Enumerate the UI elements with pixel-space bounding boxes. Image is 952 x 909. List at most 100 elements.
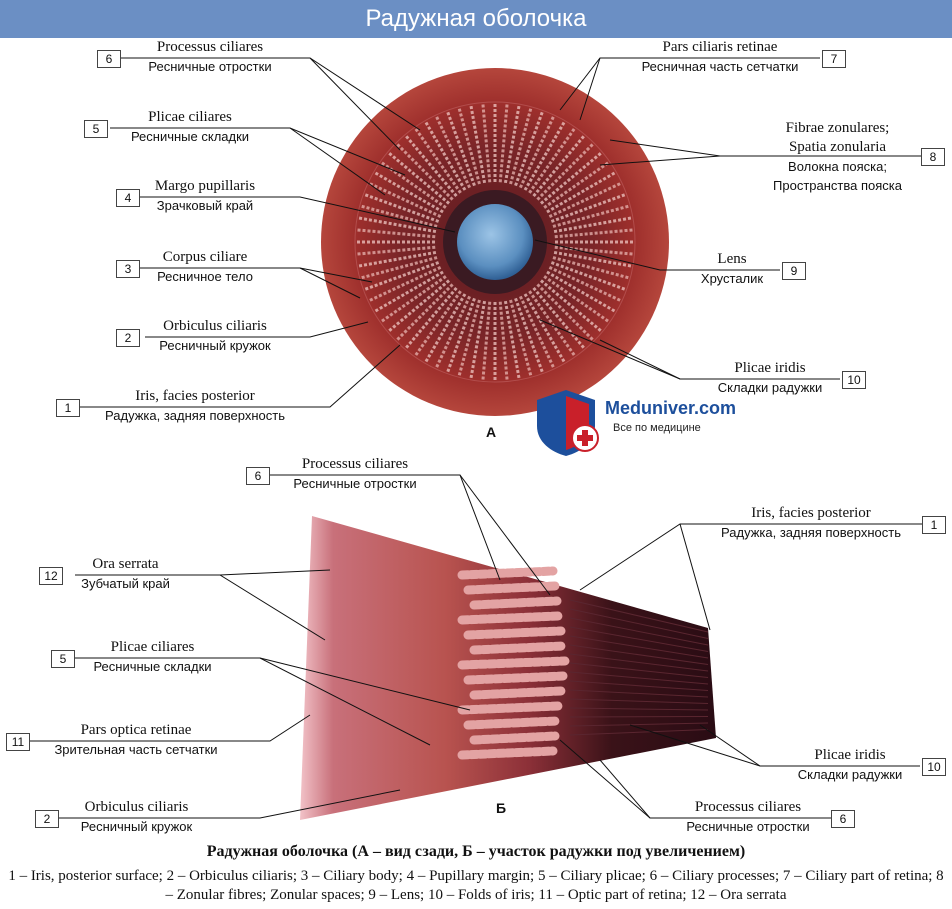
ciliary-process-ray [481, 104, 492, 183]
ciliary-process-ray [509, 299, 533, 376]
ciliary-process-ray [361, 256, 438, 280]
ciliary-process-bump [463, 581, 560, 595]
iris-fold-line [569, 662, 709, 678]
ciliary-process-ray [364, 193, 440, 223]
ciliary-process-ray [381, 275, 447, 323]
ciliary-process-bump [469, 641, 568, 655]
ciliary-process-ray [374, 171, 444, 214]
label-number: 10 [842, 371, 866, 389]
iris-fold-line [569, 722, 709, 727]
ciliary-process-bump [457, 656, 570, 670]
iris-fold-line [569, 599, 709, 633]
ciliary-process-ray [498, 301, 509, 380]
ciliary-process-ray [528, 290, 576, 356]
ciliary-process-ray [414, 290, 462, 356]
ciliary-process-ray [503, 300, 521, 379]
ciliary-process-ray [523, 121, 566, 191]
ciliary-process-ray [357, 228, 436, 239]
ciliary-process-ray [435, 295, 472, 368]
ciliary-process-ray [388, 279, 451, 332]
iris-fold-line [569, 729, 709, 736]
shield-icon [537, 390, 599, 456]
ciliary-process-bump [469, 596, 562, 610]
iris-fold-line [569, 716, 709, 718]
ciliary-process-bump [463, 671, 568, 685]
leaders-b [30, 474, 930, 819]
ciliary-process-ray [552, 204, 629, 228]
figure-b-letter: Б [496, 800, 507, 816]
ciliary-process-ray [536, 143, 594, 201]
figure-legend: 1 – Iris, posterior surface; 2 – Orbicul… [8, 868, 944, 903]
ciliary-process-ray [414, 128, 462, 194]
ciliary-process-ray [552, 256, 629, 280]
iris-fold-line [569, 680, 709, 691]
ciliary-process-ray [358, 250, 437, 268]
ciliary-process-ray [550, 193, 626, 223]
logo-tagline: Все по медицине [613, 422, 701, 434]
ciliary-process-bump [457, 701, 564, 715]
label-number: 7 [822, 50, 846, 68]
figure-a-eye-disc [321, 68, 669, 416]
ciliary-process-bump [463, 716, 562, 730]
label-number: 2 [116, 329, 140, 347]
ciliary-process-bump [469, 686, 566, 700]
label-number: 10 [922, 758, 946, 776]
label-number: 8 [921, 148, 945, 166]
figure-caption: Радужная оболочка (А – вид сзади, Б – уч… [206, 843, 746, 860]
label-number: 9 [782, 262, 806, 280]
ciliary-process-ray [369, 265, 442, 302]
ciliary-process-ray [539, 279, 602, 332]
iris-fold-line [569, 635, 709, 659]
label-number: 6 [831, 810, 855, 828]
anatomy-diagram [30, 57, 930, 820]
ciliary-process-ray [550, 261, 626, 291]
iris-fold-line [569, 653, 709, 672]
ciliary-process-ray [523, 293, 566, 363]
ciliary-process-bump [469, 731, 560, 745]
label-number: 2 [35, 810, 59, 828]
ciliary-process-ray [374, 270, 444, 313]
ciliary-process-ray [369, 182, 442, 219]
figure-b-iris-segment [300, 516, 716, 820]
iris-fold-line [569, 626, 709, 652]
ciliary-process-ray [396, 143, 454, 201]
ciliary-process-ray [509, 108, 533, 185]
ciliary-process-ray [553, 250, 632, 268]
meduniver-logo: Meduniver.com Все по медицине [533, 388, 737, 458]
ciliary-processes-bumps [457, 566, 570, 760]
ciliary-process-ray [446, 297, 476, 373]
ciliary-process-ray [503, 105, 521, 184]
ciliary-process-ray [457, 299, 481, 376]
ciliary-process-ray [361, 204, 438, 228]
ciliary-process-ray [514, 297, 544, 373]
header-title: Радужная оболочка [365, 5, 587, 32]
ciliary-process-ray [388, 152, 451, 205]
iris-folds [569, 599, 709, 736]
ciliary-process-ray [357, 245, 436, 256]
iris-fold-line [569, 689, 709, 698]
figure-a-letter: А [486, 424, 497, 440]
ciliary-process-ray [424, 121, 467, 191]
page-header: Радужная оболочка [0, 0, 952, 38]
ciliary-process-ray [405, 135, 458, 198]
ciliary-process-ray [469, 300, 487, 379]
label-number: 6 [97, 50, 121, 68]
ciliary-process-ray [424, 293, 467, 363]
leaders-a [80, 57, 930, 408]
ciliary-process-ray [518, 295, 555, 368]
label-number: 1 [56, 399, 80, 417]
logo-name: Meduniver.com [605, 398, 737, 418]
ciliary-process-ray [546, 270, 616, 313]
iris-fold-line [569, 707, 709, 711]
ciliary-process-bump [457, 566, 558, 580]
ciliary-process-bump [457, 746, 558, 760]
